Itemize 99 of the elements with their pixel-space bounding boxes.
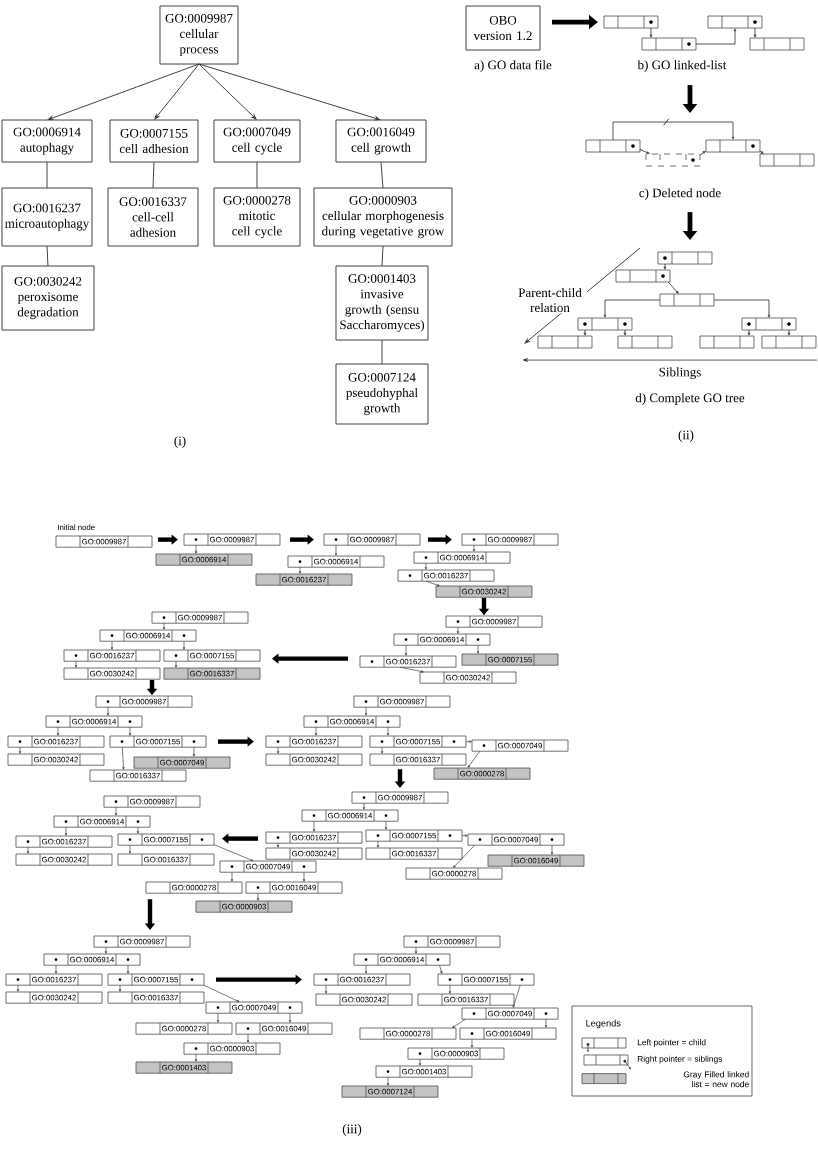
pointer-arrow — [759, 150, 764, 154]
list-record — [659, 293, 715, 307]
pointer-arrow — [54, 964, 58, 974]
pointer-arrow — [787, 329, 791, 336]
pointer-arrow — [461, 834, 468, 837]
pointer-arrow — [747, 329, 751, 336]
pointer-arrow — [298, 566, 302, 574]
pointer-arrow — [18, 746, 22, 754]
pointer-arrow — [194, 544, 198, 554]
arrow — [198, 63, 381, 121]
pointer-arrow — [118, 984, 122, 992]
pointer-arrow — [288, 1012, 292, 1023]
pointer-arrow — [194, 1053, 198, 1062]
pointer-arrow — [476, 644, 480, 654]
pointer-arrow — [114, 806, 118, 816]
pointer-arrow — [16, 984, 20, 992]
pointer-arrow — [162, 622, 166, 630]
pointer-arrow — [136, 826, 140, 834]
pointer-arrow — [324, 984, 328, 994]
pointer-arrow — [612, 121, 735, 141]
connector-line — [46, 245, 49, 267]
pointer-arrow — [713, 299, 771, 318]
pointer-arrow — [312, 820, 316, 832]
arrow — [154, 63, 200, 120]
pointer-arrow — [467, 750, 481, 768]
pointer-arrow — [414, 946, 418, 954]
pointer-arrow — [26, 846, 30, 854]
pointer-arrow — [230, 871, 234, 882]
pointer-arrow — [256, 892, 260, 901]
pointer-arrow — [174, 660, 178, 668]
pointer-arrow — [639, 148, 650, 154]
pointer-arrow — [512, 984, 521, 1008]
pointer-arrow — [753, 27, 757, 38]
pointer-arrow — [64, 826, 68, 836]
pointer-arrow — [74, 660, 78, 668]
pointer-arrow — [364, 964, 368, 974]
list-record — [749, 37, 805, 51]
pointer-arrow — [603, 299, 661, 318]
connector-line — [380, 161, 384, 189]
pointer-arrow — [314, 726, 318, 736]
list-record — [617, 335, 673, 349]
pointer-arrow — [376, 840, 380, 848]
pointer-arrow — [362, 802, 366, 810]
pointer-arrow — [216, 1012, 220, 1023]
pointer-arrow — [452, 1018, 466, 1028]
pointer-arrow — [544, 1018, 548, 1028]
pointer-arrow — [418, 1058, 422, 1066]
pointer-arrow — [439, 964, 443, 974]
pointer-arrow — [583, 329, 587, 336]
arrow — [198, 63, 257, 120]
pointer-arrow — [104, 946, 108, 954]
pointer-arrow — [667, 281, 679, 294]
pointer-arrow — [649, 27, 653, 38]
pointer-arrow — [550, 844, 554, 855]
list-record — [537, 335, 593, 349]
pointer-arrow — [456, 626, 460, 634]
connector-line — [46, 161, 48, 189]
list-record — [699, 335, 755, 349]
pointer-arrow — [465, 740, 472, 743]
pointer-arrow — [699, 150, 706, 156]
pointer-arrow — [695, 28, 737, 45]
arrow — [47, 63, 200, 121]
pointer-arrow — [364, 706, 368, 716]
pointer-arrow — [121, 746, 125, 770]
connector-line — [381, 339, 383, 365]
pointer-arrow — [663, 263, 667, 270]
pointer-arrow — [386, 1076, 390, 1086]
pointer-arrow — [128, 844, 132, 854]
pointer-arrow — [192, 746, 196, 757]
pointer-arrow — [106, 706, 110, 716]
pointer-arrow — [128, 726, 132, 736]
pointer-arrow — [448, 984, 452, 994]
pointer-arrow — [110, 640, 114, 650]
pointer-arrow — [424, 562, 428, 570]
pointer-arrow — [384, 820, 388, 830]
pointer-arrow — [404, 644, 408, 656]
pointer-arrow — [380, 746, 384, 754]
pointer-arrow — [56, 726, 60, 736]
pointer-arrow — [334, 544, 338, 556]
connector-line — [256, 161, 258, 189]
list-record — [761, 335, 817, 349]
pointer-arrow — [302, 871, 306, 882]
pointer-arrow — [246, 1033, 250, 1043]
pointer-arrow — [182, 640, 186, 650]
pointer-arrow — [453, 844, 476, 868]
pointer-arrow — [425, 580, 440, 587]
pointer-arrow — [276, 842, 280, 848]
pointer-arrow — [386, 726, 390, 736]
connector-line — [152, 161, 155, 189]
pointer-arrow — [126, 964, 130, 974]
pointer-arrow — [472, 544, 476, 552]
connector-line — [381, 245, 384, 267]
pointer-arrow — [213, 844, 254, 862]
list-record — [759, 153, 815, 167]
pointer-arrow — [203, 984, 240, 1002]
pointer-arrow — [470, 1038, 474, 1048]
pointer-arrow — [276, 746, 280, 754]
pointer-arrow — [399, 666, 424, 673]
pointer-arrow — [623, 329, 627, 336]
